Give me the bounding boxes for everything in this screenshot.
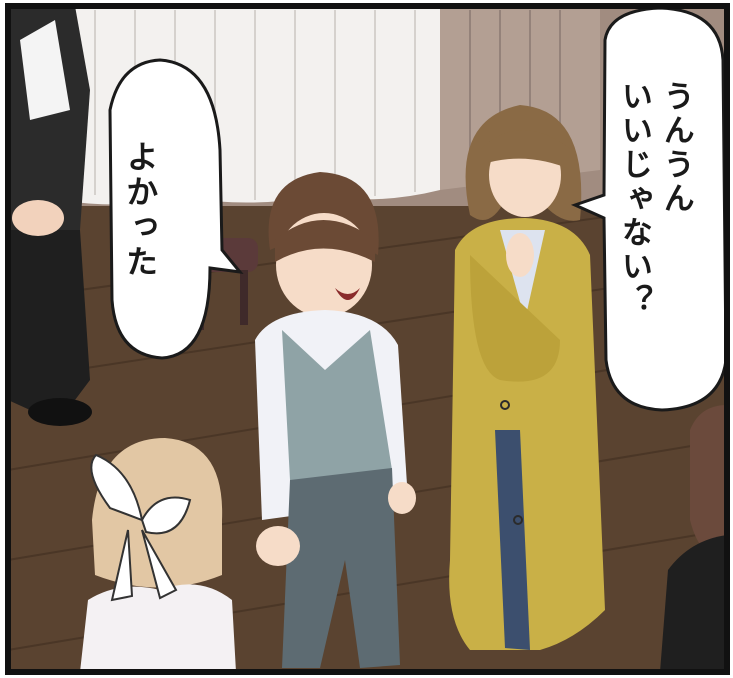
speech-line: よかった [121,140,160,280]
partial-figure-right [660,405,727,672]
speech-line: うんうん [657,80,694,216]
woman-figure [449,105,605,650]
boy-figure [255,172,416,668]
waiter-figure [8,6,92,426]
girl-figure [80,438,236,672]
speech-bubble-left [108,58,244,360]
panel-border [5,3,730,675]
speech-text-right: うんうん いいじゃない？ [612,80,696,318]
speech-text-left: よかった [118,140,161,280]
speech-line: いいじゃない？ [615,80,652,318]
hair-ribbon [90,453,192,602]
